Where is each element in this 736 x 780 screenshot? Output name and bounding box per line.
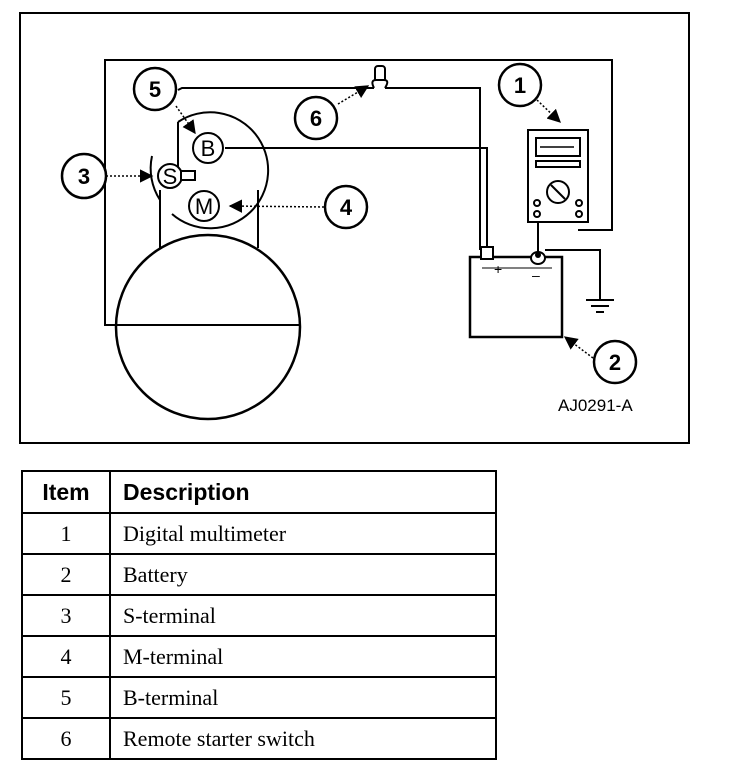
table-row: 5 B-terminal — [21, 676, 497, 719]
m-terminal-label: M — [195, 194, 213, 219]
callout-3: 3 — [60, 152, 108, 200]
svg-text:5: 5 — [149, 77, 161, 102]
legend-item-number: 6 — [21, 717, 111, 760]
svg-text:1: 1 — [514, 73, 526, 98]
legend-item-description: Digital multimeter — [109, 512, 497, 555]
legend-item-number: 2 — [21, 553, 111, 596]
s-terminal: S — [157, 163, 196, 189]
legend-item-number: 4 — [21, 635, 111, 678]
legend-table: Item Description 1 Digital multimeter 2 … — [21, 470, 497, 760]
starter-motor — [114, 111, 302, 421]
legend-item-description: Battery — [109, 553, 497, 596]
legend-header-row: Item Description — [21, 470, 497, 514]
wiring — [104, 59, 613, 326]
legend-item-number: 3 — [21, 594, 111, 637]
table-row: 3 S-terminal — [21, 594, 497, 637]
callout-1: 1 — [497, 62, 543, 108]
legend-item-description: Remote starter switch — [109, 717, 497, 760]
table-row: 4 M-terminal — [21, 635, 497, 678]
legend-item-description: S-terminal — [109, 594, 497, 637]
battery-plus-sign: + — [494, 261, 502, 277]
svg-text:2: 2 — [609, 350, 621, 375]
table-row: 1 Digital multimeter — [21, 512, 497, 555]
legend-header-description: Description — [109, 470, 497, 514]
b-terminal-label: B — [201, 136, 216, 161]
battery-icon — [468, 246, 564, 339]
ground-icon — [586, 299, 614, 313]
table-row: 6 Remote starter switch — [21, 717, 497, 760]
battery-minus-sign: – — [532, 267, 540, 283]
remote-starter-switch-icon — [371, 65, 389, 89]
legend-item-number: 5 — [21, 676, 111, 719]
callout-2: 2 — [592, 339, 638, 385]
callout-5: 5 — [132, 66, 178, 112]
legend-item-number: 1 — [21, 512, 111, 555]
legend-item-description: B-terminal — [109, 676, 497, 719]
diagram-frame — [19, 12, 690, 444]
callout-6: 6 — [293, 95, 339, 141]
svg-text:4: 4 — [340, 195, 353, 220]
legend-header-item: Item — [21, 470, 111, 514]
table-row: 2 Battery — [21, 553, 497, 596]
callout-arrows — [106, 85, 594, 359]
svg-text:6: 6 — [310, 106, 322, 131]
m-terminal: M — [188, 190, 220, 222]
legend-item-description: M-terminal — [109, 635, 497, 678]
svg-text:3: 3 — [78, 164, 90, 189]
figure-id: AJ0291-A — [558, 396, 633, 415]
s-terminal-label: S — [163, 164, 178, 189]
b-terminal: B — [192, 132, 224, 164]
multimeter-icon — [527, 129, 589, 223]
callout-4: 4 — [323, 184, 369, 230]
wiring-diagram: + – S B M 1 2 — [19, 12, 690, 444]
